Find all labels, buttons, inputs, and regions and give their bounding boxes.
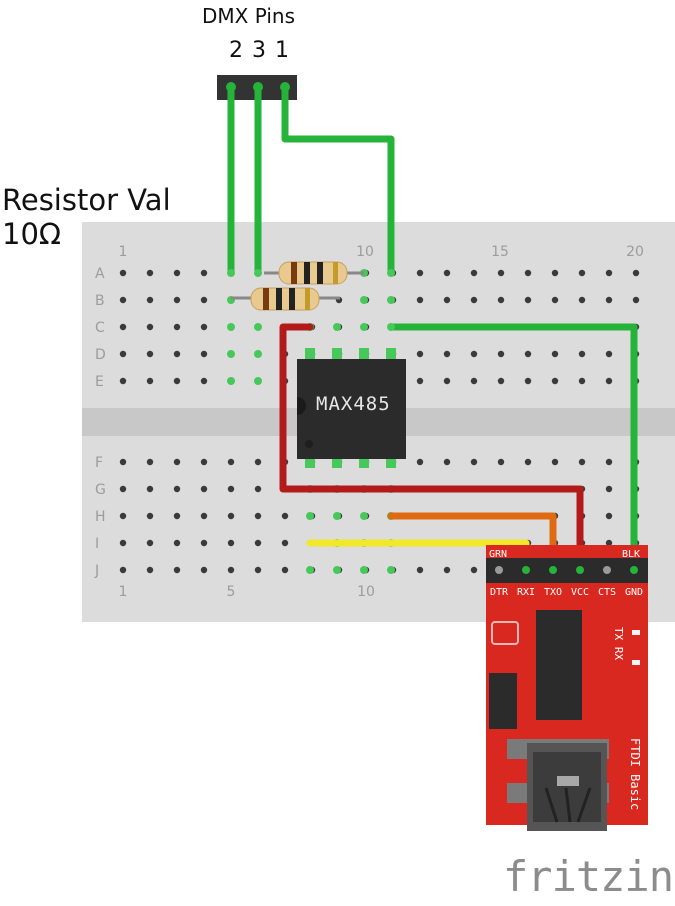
ftdi-board <box>486 545 648 831</box>
ftdi-led-label: TX RX <box>612 627 625 660</box>
column-label-bottom: 5 <box>227 584 236 600</box>
resistor-1 <box>264 261 364 285</box>
fritzing-logo: fritzing <box>503 852 675 901</box>
ftdi-pin-label: DTR <box>490 587 509 598</box>
chip-label: MAX485 <box>316 393 391 415</box>
resistor-value: 10Ω <box>2 217 62 251</box>
ftdi-board-name: FTDI Basic <box>628 738 642 810</box>
row-label: A <box>95 266 105 282</box>
row-label: H <box>95 509 106 525</box>
row-label: C <box>95 320 105 336</box>
resistor-2 <box>231 287 340 311</box>
row-label: J <box>94 563 99 579</box>
row-label: B <box>95 293 105 309</box>
header-pin-numbers: 2 3 1 <box>229 38 290 63</box>
ftdi-pin-label: GND <box>625 587 643 598</box>
ftdi-pin-label: TXO <box>544 587 562 598</box>
column-label-top: 10 <box>356 244 374 260</box>
column-label-bottom: 1 <box>119 584 128 600</box>
ftdi-pin-label: VCC <box>571 587 589 598</box>
column-label-top: 20 <box>626 244 644 260</box>
column-label-top: 15 <box>491 244 509 260</box>
header-title: DMX Pins <box>202 4 295 28</box>
ftdi-pin-label: CTS <box>598 587 616 598</box>
resistor-label: Resistor Val <box>2 183 171 217</box>
ftdi-corner-left: GRN <box>489 549 507 560</box>
red-wires <box>279 323 584 574</box>
ftdi-pin-labels: DTR RXI TXO VCC CTS GND <box>490 587 643 598</box>
row-label: I <box>95 536 99 552</box>
ftdi-pin-label: RXI <box>517 587 535 598</box>
column-label-bottom: 10 <box>357 584 375 600</box>
max485-chip <box>297 348 406 468</box>
column-label-top: 1 <box>119 244 128 260</box>
ftdi-corner-right: BLK <box>622 549 640 560</box>
green-wires <box>227 83 638 574</box>
row-label: F <box>95 455 103 471</box>
row-label: G <box>95 482 106 498</box>
row-label: D <box>95 347 106 363</box>
row-label: E <box>95 374 104 390</box>
